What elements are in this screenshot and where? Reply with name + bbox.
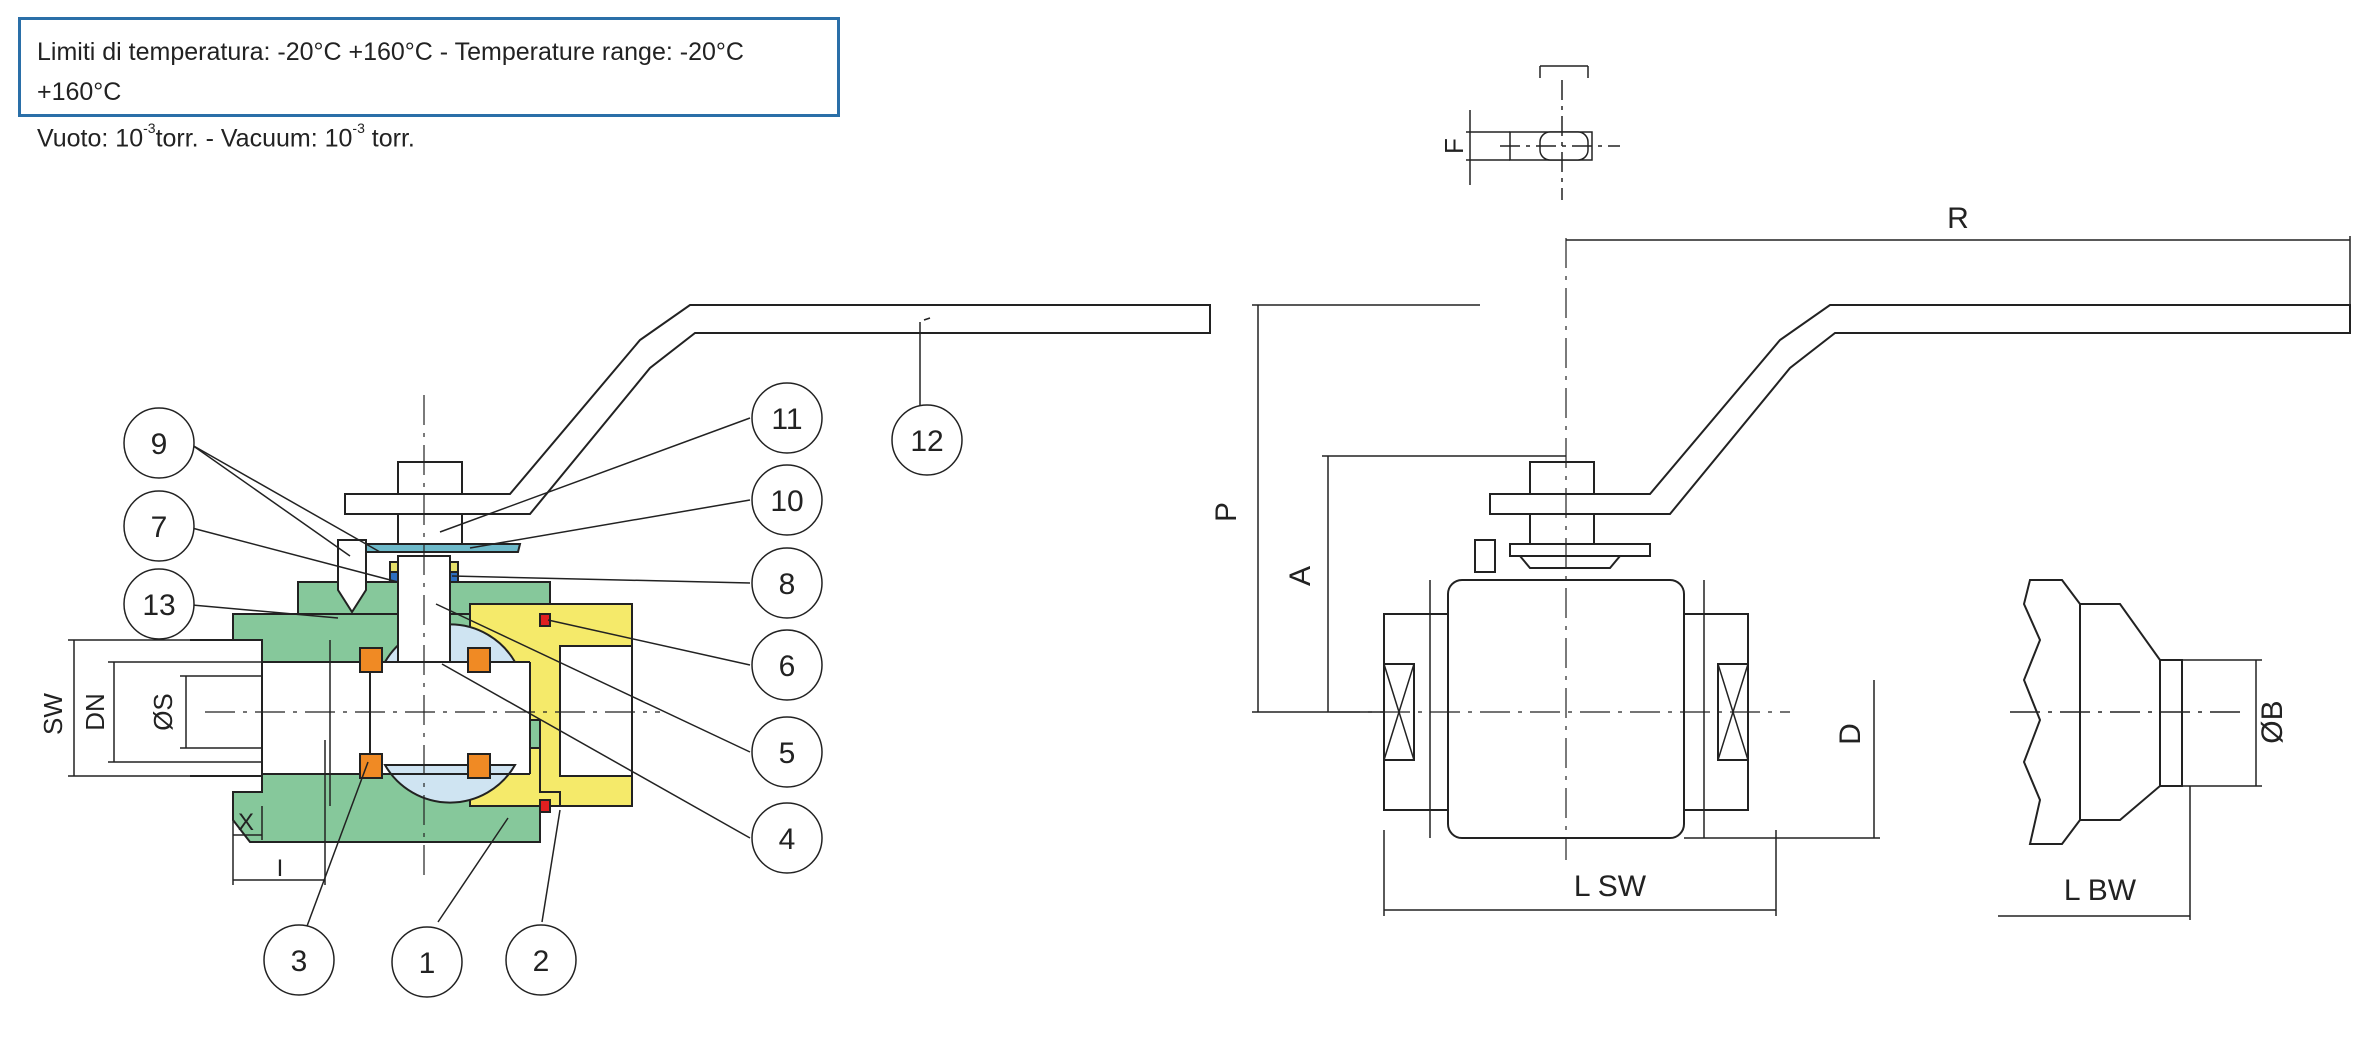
lever-left [344,304,1211,515]
gland-plate [359,543,522,553]
part-5: 5 [779,737,796,770]
part-9: 9 [151,428,168,461]
part-11: 11 [771,403,802,436]
part-7: 7 [151,511,168,544]
seat-lower-left [359,753,383,779]
dim-i-label: I [277,855,284,882]
dim-x-label: X [238,809,254,836]
part-2: 2 [533,945,550,978]
dim-p-label: P [1210,502,1243,522]
lever-nut-lower [397,513,463,545]
seat-upper-left [359,647,383,673]
part-4: 4 [779,823,796,856]
specification-box: Limiti di temperatura: -20°C +160°C - Te… [18,17,840,152]
external-dimensions [1252,236,2351,916]
part-12: 12 [910,425,943,458]
part-10: 10 [770,485,803,518]
part-balloons [123,382,963,998]
dim-a-label: A [1284,566,1317,586]
dim-s-label: ØS [148,693,178,731]
dim-f-label: F [1439,138,1469,154]
seat-lower-right [467,753,491,779]
part-1: 1 [419,947,436,980]
dim-lsw-label: L SW [1574,870,1647,903]
external-view [1383,304,2351,839]
dim-dn-label: DN [80,693,110,731]
temperature-range-text: Limiti di temperatura: -20°C +160°C - Te… [37,38,744,106]
dim-r-label: R [1947,202,1969,235]
seat-upper-right [467,647,491,673]
lever-right [1489,304,2351,515]
dim-d-label: D [1834,723,1867,745]
stop-block [337,539,367,614]
dim-lbw-label: L BW [2064,874,2137,907]
handle-section-detail [1466,65,1620,200]
part-6: 6 [779,650,796,683]
oring-lower [539,799,551,813]
section-dimensions [68,639,326,885]
vacuum-text: Vuoto: 10-3torr. - Vacuum: 10-3 torr. [37,120,415,153]
cross-section-view [190,304,1211,880]
part-3: 3 [291,945,308,978]
butt-weld-end-detail [2022,579,2183,845]
lever-nut-upper [397,461,463,495]
part-13: 13 [142,589,175,622]
dim-sw-label: SW [38,693,68,735]
part-8: 8 [779,568,796,601]
part-leader-lines [191,317,931,946]
dim-b-label: ØB [2256,700,2289,743]
